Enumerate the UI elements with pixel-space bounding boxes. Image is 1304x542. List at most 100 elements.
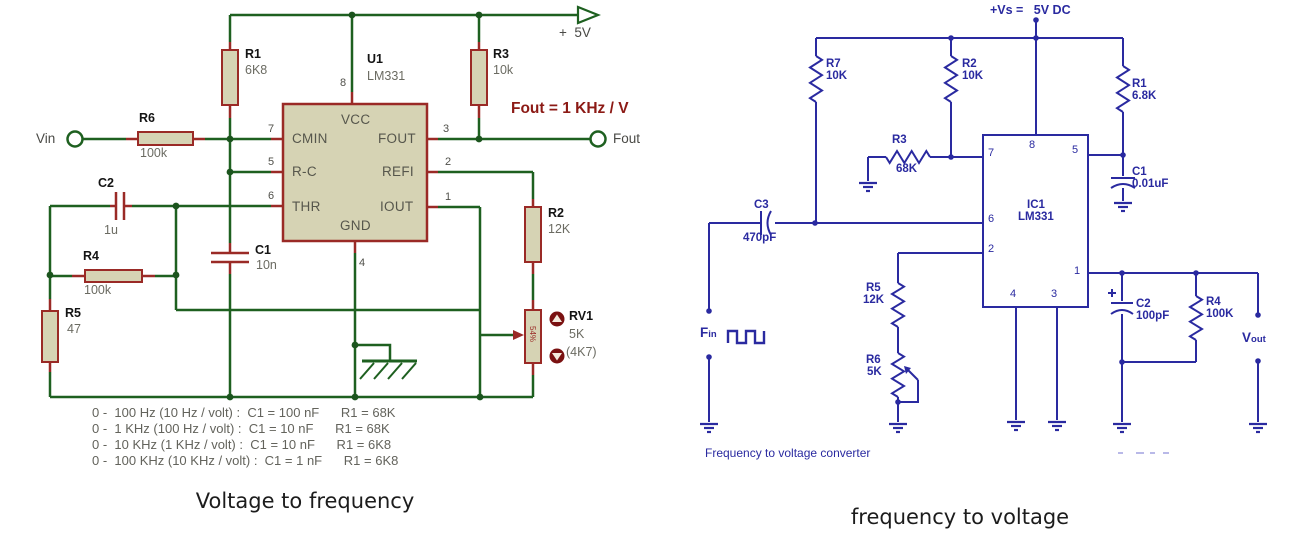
u1-pin8-number: 8: [340, 77, 347, 89]
rv1-increase-button[interactable]: [549, 311, 565, 327]
r7-zigzag: [808, 55, 824, 103]
rv1-ref-label: RV1: [569, 309, 594, 323]
right-circuit-caption: frequency to voltage: [850, 505, 1070, 529]
u1-pin-gnd-label: GND: [340, 218, 371, 233]
vout-subscript: out: [1251, 334, 1266, 345]
fin-letter: F: [700, 325, 709, 340]
right-r6-ref-label: R6: [866, 354, 881, 366]
u1-part-label: LM331: [367, 69, 406, 83]
right-c2-ref-label: C2: [1136, 298, 1151, 310]
right-r1-ref-label: R1: [1132, 78, 1147, 90]
ic1-pin7-number: 7: [988, 147, 995, 159]
fout-label: Fout: [613, 131, 641, 146]
u1-pin-cmin-label: CMIN: [292, 131, 328, 146]
ic1-pin4-number: 4: [1010, 288, 1017, 300]
r3-value-label: 10k: [493, 63, 514, 77]
u1-pin-rc-label: R-C: [292, 164, 317, 179]
ic1-pin6-number: 6: [988, 213, 995, 225]
r3-zigzag: [885, 149, 931, 165]
u1-pin-thr-label: THR: [292, 199, 321, 214]
left-circuit-caption: Voltage to frequency: [195, 489, 415, 513]
r3-body: [470, 49, 488, 106]
left-supply-label: + 5V: [559, 25, 591, 40]
u1-pin3-number: 3: [443, 123, 450, 135]
u1-pin1-number: 1: [445, 191, 452, 203]
down-arrow-icon: [552, 353, 562, 361]
right-r6-value-label: 5K: [867, 366, 882, 378]
right-c3-value-label: 470pF: [743, 232, 777, 244]
ic1-pin1-number: 1: [1074, 265, 1081, 277]
r1-ref-label: R1: [245, 47, 261, 61]
faint-mark: [1150, 452, 1155, 454]
square-wave-icon: [726, 329, 766, 345]
ic1-pin3-number: 3: [1051, 288, 1058, 300]
faint-mark: [1136, 452, 1144, 454]
rv1-alt-value-label: (4K7): [566, 345, 597, 359]
right-c1-ref-label: C1: [1132, 166, 1147, 178]
faint-mark: [1118, 452, 1123, 454]
rv1-wiper-arrow-icon: [513, 330, 524, 340]
fin-subscript: in: [708, 329, 717, 340]
c2-value-label: 1u: [104, 223, 118, 237]
c1-ref-label: C1: [255, 243, 271, 257]
r4-value-label: 100k: [84, 283, 112, 297]
r6-body: [137, 131, 194, 146]
u1-pin-vcc-label: VCC: [341, 112, 371, 127]
u1-pin4-number: 4: [359, 257, 366, 269]
fout-terminal: [589, 130, 607, 148]
power-arrow-icon: [576, 5, 601, 25]
ic1-part-label: LM331: [1018, 211, 1054, 223]
r4-ref-label: R4: [83, 249, 99, 263]
right-c1-value-label: 0.01uF: [1132, 178, 1169, 190]
right-circuit-subtitle: Frequency to voltage converter: [705, 446, 871, 460]
u1-pin7-number: 7: [268, 123, 275, 135]
u1-ref-label: U1: [367, 52, 383, 66]
r5-body: [41, 310, 59, 363]
faint-mark: [1163, 452, 1169, 454]
right-ground-symbols: [700, 181, 1267, 434]
u1-pin2-number: 2: [445, 156, 452, 168]
fout-formula: Fout = 1 KHz / V: [511, 100, 629, 117]
r1-value-label: 6K8: [245, 63, 268, 77]
calibration-row-2: 0 - 1 KHz (100 Hz / volt) : C1 = 10 nF R…: [92, 421, 390, 436]
vout-letter: V: [1242, 330, 1252, 345]
u1-pin5-number: 5: [268, 156, 275, 168]
fin-label: Fin: [700, 325, 717, 340]
right-r4-value-label: 100K: [1206, 308, 1234, 320]
r1-body: [221, 49, 239, 106]
left-circuit-pin-stubs: [48, 42, 535, 375]
r2-body: [524, 206, 542, 263]
r6-ref-label: R6: [139, 111, 155, 125]
r6-wiper-arrowhead-icon: [904, 366, 911, 374]
right-supply-label: +Vs = 5V DC: [990, 3, 1071, 17]
calibration-row-3: 0 - 10 KHz (1 KHz / volt) : C1 = 10 nF R…: [92, 437, 392, 452]
r2-ref-label: R2: [548, 206, 564, 220]
right-r4-ref-label: R4: [1206, 296, 1221, 308]
left-circuit-wires: [48, 13, 590, 399]
ic1-pin5-number: 5: [1072, 144, 1079, 156]
right-r2-ref-label: R2: [962, 58, 977, 70]
r5-ref-label: R5: [65, 306, 81, 320]
right-r5-ref-label: R5: [866, 282, 881, 294]
u1-pin6-number: 6: [268, 190, 275, 202]
r4-zigzag: [1188, 295, 1204, 341]
rv1-value-label: 5K: [569, 327, 585, 341]
right-junction-dots: [706, 17, 1261, 405]
calibration-row-1: 0 - 100 Hz (10 Hz / volt) : C1 = 100 nF …: [92, 405, 396, 420]
vin-label: Vin: [36, 131, 56, 146]
left-junction-dots: [46, 11, 484, 401]
vout-label: Vout: [1242, 330, 1266, 345]
up-arrow-icon: [552, 314, 562, 322]
left-resistor-bodies: [41, 49, 542, 363]
rv1-body: [524, 309, 542, 364]
ic1-pin2-number: 2: [988, 243, 995, 255]
r6-value-label: 100k: [140, 146, 168, 160]
calibration-row-4: 0 - 100 KHz (10 KHz / volt) : C1 = 1 nF …: [92, 453, 399, 468]
right-r5-value-label: 12K: [863, 294, 885, 306]
rv1-decrease-button[interactable]: [549, 348, 565, 364]
r2-value-label: 12K: [548, 222, 571, 236]
c2-ref-label: C2: [98, 176, 114, 190]
right-r2-value-label: 10K: [962, 70, 984, 82]
